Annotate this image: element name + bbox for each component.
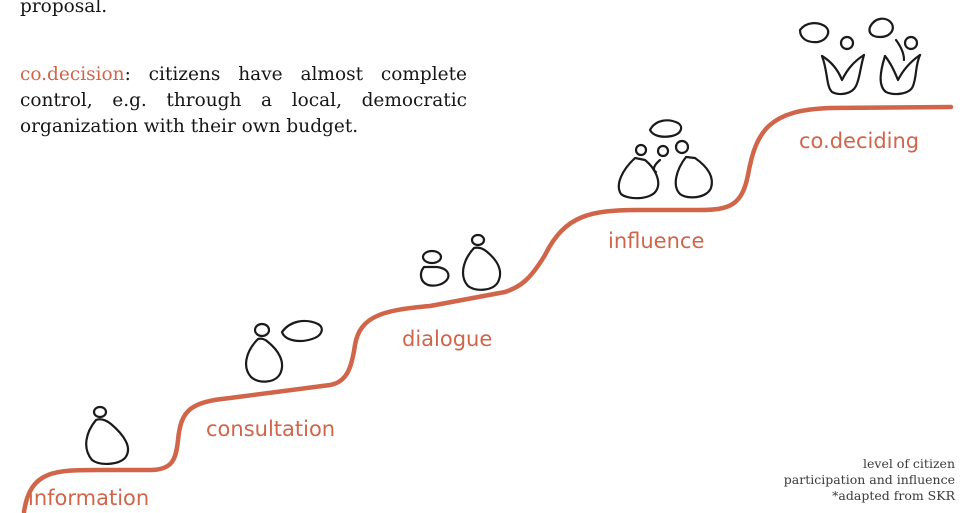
group-icon [617, 119, 713, 200]
caption-line-1: level of citizen [862, 456, 955, 471]
step-label-co-deciding: co.deciding [799, 129, 920, 153]
step-label-consultation: consultation [206, 417, 336, 441]
co-decision-description: citizens have almost complete control, e… [20, 64, 467, 137]
group-icon [245, 319, 323, 383]
figure-caption: level of citizen participation and influ… [784, 456, 955, 504]
step-label-dialogue: dialogue [402, 327, 493, 351]
group-icon [419, 233, 502, 291]
co-decision-paragraph: co.decision: citizens have almost comple… [20, 62, 467, 140]
person-icon [85, 405, 130, 465]
step-label-information: information [28, 486, 150, 510]
caption-line-2: participation and influence [783, 472, 955, 487]
caption-line-3: *adapted from SKR [832, 488, 955, 503]
intro-text: proposal. [20, 0, 108, 17]
colon-text: : [124, 64, 131, 85]
step-label-influence: influence [608, 229, 705, 253]
co-decision-term: co.decision [20, 64, 125, 85]
group-icon [798, 17, 922, 96]
intro-fragment: proposal. [20, 0, 467, 20]
